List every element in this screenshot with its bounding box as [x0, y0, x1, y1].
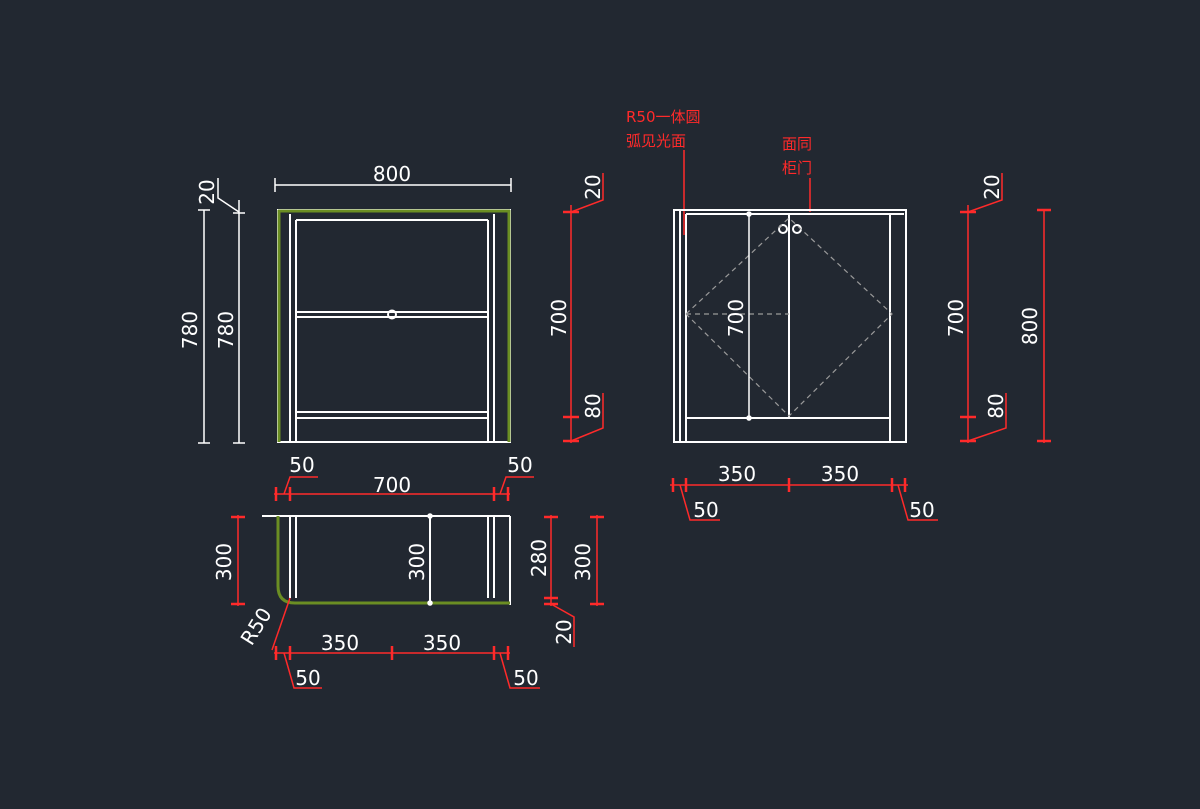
plan-view-span-1-label: 350 — [321, 631, 359, 655]
front-view-width-label: 800 — [373, 162, 411, 186]
plan-view-depth-left-label: 300 — [212, 543, 236, 581]
door-view-knob-left — [778, 224, 788, 234]
door-view-gap-right-label: 50 — [909, 498, 934, 522]
front-view-right-bottom-label: 80 — [581, 393, 605, 418]
plan-view-depth-right-outer-label: 300 — [571, 543, 595, 581]
front-view-dimensions — [198, 178, 512, 444]
plan-view-right-gap-label: 50 — [507, 453, 532, 477]
door-view-bottom-80-label: 80 — [984, 393, 1008, 418]
front-view-height-inner-label: 780 — [214, 311, 238, 349]
plan-view-depth-mid-label: 300 — [405, 543, 429, 581]
front-view-right-dim-chain — [563, 173, 604, 443]
door-view-top-20-label: 20 — [980, 174, 1004, 199]
note-door-line1: 面同 — [782, 135, 812, 153]
front-view-right-top-label: 20 — [581, 174, 605, 199]
door-view-bottom-dim — [670, 478, 938, 521]
plan-view-mid-dim — [427, 513, 433, 606]
door-view-span-1-label: 350 — [718, 462, 756, 486]
plan-view-gap-right-label: 50 — [513, 666, 538, 690]
door-view-overall-800-label: 800 — [1018, 307, 1042, 345]
front-view-shelf-pin — [387, 309, 397, 320]
note-arc-line2: 弧见光面 — [626, 132, 686, 150]
plan-view-bottom-dim — [274, 646, 540, 689]
plan-view-span-2-label: 350 — [423, 631, 461, 655]
door-view-gap-left-label: 50 — [693, 498, 718, 522]
note-door-line2: 柜门 — [782, 159, 812, 177]
plan-view-arc — [276, 516, 510, 605]
door-view — [673, 209, 907, 443]
door-view-door-height-label: 700 — [724, 299, 748, 337]
door-view-right-dims — [960, 173, 1051, 443]
door-view-outline — [673, 209, 907, 443]
door-view-swing-lines — [685, 217, 893, 417]
door-view-door-dim — [746, 211, 752, 421]
plan-view-depth-right-inner-label: 280 — [527, 539, 551, 577]
plan-view-bottom-offset-label: 20 — [552, 619, 576, 644]
front-view-top-thickness-label: 20 — [195, 179, 219, 204]
plan-view-gap-left-label: 50 — [295, 666, 320, 690]
front-view — [277, 209, 511, 443]
plan-view-side-dims — [231, 515, 604, 651]
note-leaders — [683, 150, 811, 235]
plan-view-dim-top — [274, 476, 534, 501]
door-view-span-2-label: 350 — [821, 462, 859, 486]
front-view-height-outer-label: 780 — [178, 311, 202, 349]
door-view-mid-700-label: 700 — [944, 299, 968, 337]
note-arc-line1: R50一体圆 — [626, 108, 701, 126]
plan-view-inner-width-label: 700 — [373, 473, 411, 497]
front-view-right-mid-label: 700 — [547, 299, 571, 337]
plan-view-left-gap-label: 50 — [289, 453, 314, 477]
